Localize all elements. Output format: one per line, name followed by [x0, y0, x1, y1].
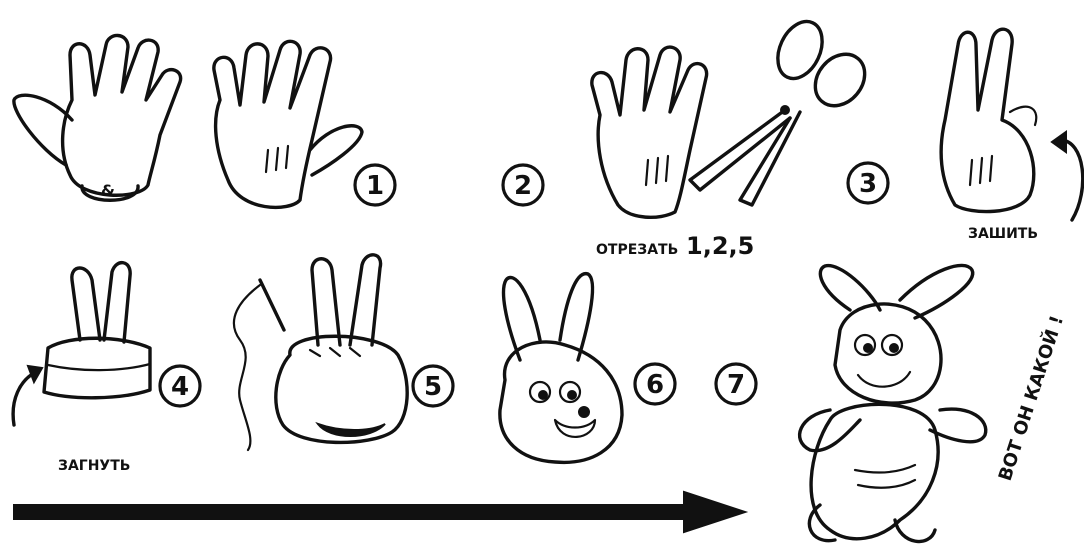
step-5-marker: 5 [413, 366, 453, 406]
glove-original-icon: & [14, 35, 181, 200]
fold-label: ЗАГНУТЬ [58, 458, 130, 474]
glove-step2-icon [592, 47, 707, 217]
cut-fingers-label: 1,2,5 [686, 232, 754, 260]
step-6-marker: 6 [635, 364, 675, 404]
glove-step3-icon [941, 29, 1036, 211]
svg-text:7: 7 [727, 370, 745, 400]
step-4-marker: 4 [160, 366, 200, 406]
bunny-head-icon [500, 274, 622, 463]
scissors-icon [690, 14, 875, 205]
curved-arrow-icon [1052, 132, 1083, 220]
cut-label: ОТРЕЗАТЬ [596, 242, 678, 258]
step-3-marker: 3 [848, 163, 888, 203]
needle-and-thread-icon [234, 280, 284, 450]
stuffed-head-step5-icon [276, 255, 407, 443]
svg-text:5: 5 [424, 372, 442, 402]
svg-text:1: 1 [366, 171, 384, 201]
glove-cuff-mark: & [101, 181, 115, 200]
glove-step4-icon [44, 263, 150, 398]
fold-arrow-icon [13, 366, 42, 425]
svg-text:3: 3 [859, 169, 877, 199]
step-1-marker: 1 [355, 165, 395, 205]
exclaim-label: ВОТ ОН КАКОЙ ! [994, 313, 1068, 484]
step-7-marker: 7 [716, 364, 756, 404]
sew-label: ЗАШИТЬ [968, 226, 1038, 242]
finished-bunny-icon [800, 265, 986, 541]
svg-text:4: 4 [171, 372, 189, 402]
svg-text:2: 2 [514, 171, 532, 201]
svg-text:6: 6 [646, 370, 664, 400]
progress-arrow-icon [14, 492, 745, 532]
step-2-marker: 2 [503, 165, 543, 205]
glove-step1-icon [214, 41, 362, 207]
